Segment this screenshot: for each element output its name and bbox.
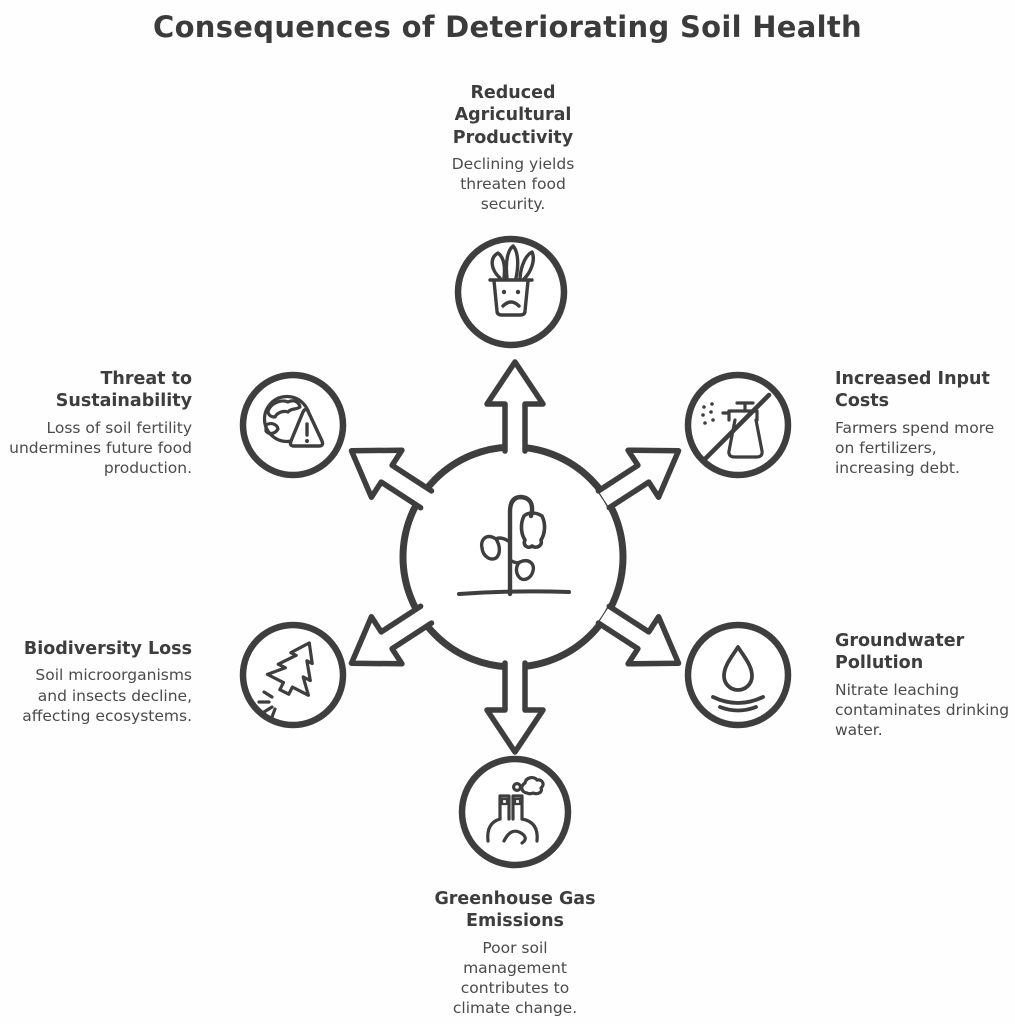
node-description: Nitrate leaching contaminates drinking w…	[835, 680, 1010, 740]
node-title: Groundwater Pollution	[835, 631, 965, 674]
node-description: Loss of soil fertility undermines future…	[9, 418, 192, 478]
arrow-upper-right-icon	[595, 447, 682, 511]
node-increased-input-costs: Increased Input Costs Farmers spend more…	[835, 368, 1013, 478]
wilting-plant-icon	[457, 494, 571, 597]
node-description: Farmers spend more on fertilizers, incre…	[835, 418, 995, 478]
node-reduced-agricultural-productivity: Reduced Agricultural Productivity Declin…	[420, 82, 606, 215]
hub-circle	[399, 443, 627, 671]
node-circle-bottom	[458, 755, 572, 869]
node-description: Declining yields threaten food security.	[451, 155, 575, 214]
factory-emissions-icon	[486, 776, 545, 845]
node-circle-upper-left	[239, 371, 347, 479]
node-circle-lower-right	[684, 621, 792, 729]
arrow-lower-right-icon	[595, 603, 682, 667]
arrow-lower-left-icon	[348, 603, 435, 667]
node-biodiversity-loss: Biodiversity Loss Soil microorganisms an…	[4, 638, 192, 726]
page-title: Consequences of Deteriorating Soil Healt…	[152, 10, 862, 44]
node-threat-to-sustainability: Threat to Sustainability Loss of soil fe…	[6, 368, 192, 478]
water-drop-icon	[711, 645, 765, 713]
node-title: Greenhouse Gas Emissions	[434, 889, 596, 932]
no-spray-bottle-icon	[701, 392, 772, 462]
node-circle-top	[454, 235, 568, 349]
node-greenhouse-gas-emissions: Greenhouse Gas Emissions Poor soil manag…	[402, 888, 628, 1018]
falling-tree-icon	[257, 641, 314, 719]
node-description: Poor soil management contributes to clim…	[452, 938, 578, 1018]
node-title: Reduced Agricultural Productivity	[452, 83, 574, 148]
globe-warning-icon	[262, 394, 325, 448]
arrow-up-icon	[484, 359, 546, 454]
node-description: Soil microorganisms and insects decline,…	[22, 666, 192, 725]
hub-arrows	[348, 359, 682, 755]
node-groundwater-pollution: Groundwater Pollution Nitrate leaching c…	[835, 630, 1013, 740]
arrow-upper-left-icon	[348, 447, 435, 511]
hub	[399, 443, 627, 671]
node-title: Biodiversity Loss	[23, 639, 192, 659]
node-title: Increased Input Costs	[835, 369, 990, 412]
node-circle-lower-left	[239, 621, 347, 729]
node-title: Threat to Sustainability	[55, 369, 192, 412]
arrow-down-icon	[484, 660, 546, 755]
sad-potted-plant-icon	[488, 244, 535, 317]
